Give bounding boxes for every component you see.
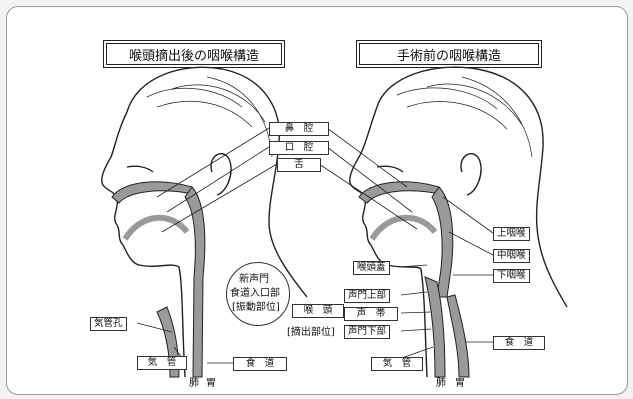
right-nasal-cavity	[359, 182, 444, 203]
left-eye	[127, 166, 153, 172]
right-eye	[377, 166, 403, 172]
label-stomach-left: 胃	[206, 374, 216, 389]
label-lung-left: 肺	[189, 374, 199, 389]
label-oral-cavity: 口 腔	[269, 141, 329, 155]
label-vibration-site: [振動部位]	[232, 298, 280, 313]
left-hair-strands	[147, 77, 272, 157]
right-airway	[359, 182, 469, 377]
left-panel-title: 喉頭摘出後の咽喉構造	[106, 43, 282, 65]
left-nasal-cavity	[112, 182, 197, 203]
right-esophagus	[447, 295, 469, 377]
left-airway	[112, 182, 205, 377]
label-supraglottis: 声門上部	[344, 289, 390, 303]
left-tongue-arc	[125, 218, 187, 239]
label-esophagus-left: 食 道	[233, 357, 287, 371]
label-tracheostoma: 気管孔	[90, 317, 127, 331]
left-ear	[211, 154, 231, 195]
label-subglottis: 声門下部	[344, 325, 390, 339]
label-larynx: 喉 頭	[292, 304, 344, 318]
right-pharynx-tube	[432, 187, 453, 297]
label-trachea-right: 気 管	[371, 357, 423, 371]
right-tongue-arc	[372, 218, 435, 239]
label-removed-site: [摘出部位]	[287, 323, 335, 338]
right-hair-strands	[397, 77, 532, 157]
label-tongue: 舌	[277, 158, 321, 172]
label-lung-right: 肺	[436, 374, 446, 389]
label-epiglottis: 喉頭蓋	[353, 261, 390, 275]
label-vocal-cords: 声 帯	[344, 307, 398, 321]
label-stomach-right: 胃	[455, 374, 465, 389]
label-nasopharynx: 上咽喉	[493, 227, 530, 241]
label-nasal-cavity: 鼻 腔	[269, 122, 329, 136]
right-neck-back	[537, 227, 567, 307]
left-hair	[127, 67, 279, 222]
label-trachea-left: 気 管	[137, 356, 187, 370]
label-hypopharynx: 下咽喉	[493, 269, 530, 283]
right-ear	[461, 154, 481, 195]
label-esophageal-entrance: 食道入口部	[230, 284, 280, 299]
label-oropharynx: 中咽喉	[493, 249, 530, 263]
right-panel-title: 手術前の咽喉構造	[359, 43, 539, 65]
label-esophagus-right: 食 道	[493, 336, 545, 350]
figure-frame: 喉頭摘出後の咽喉構造 手術前の咽喉構造 鼻 腔 口 腔 舌 新声門 食道入口部 …	[6, 6, 628, 395]
label-new-glottis: 新声門	[239, 270, 269, 285]
left-pharynx-tube	[185, 187, 205, 377]
